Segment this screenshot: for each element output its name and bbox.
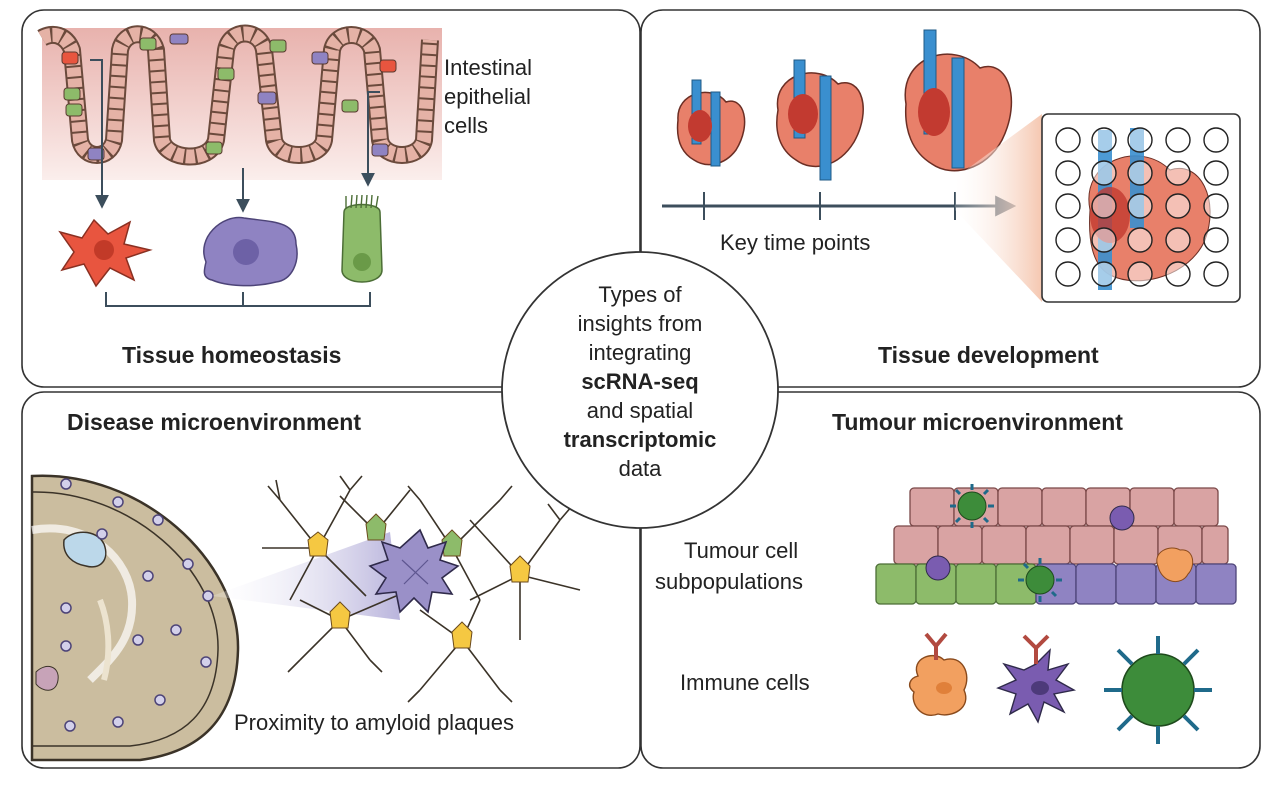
center-line5: and spatial	[587, 398, 693, 423]
amyloid-plaque-icon	[368, 528, 460, 614]
macrophage-icon	[908, 632, 968, 716]
center-line1: Types of	[598, 282, 682, 307]
brain-section-icon	[30, 474, 240, 762]
panel-title-tumour: Tumour microenvironment	[832, 409, 1123, 435]
zoom-wedge	[955, 114, 1042, 302]
lineage-arrows	[90, 59, 380, 307]
center-line7: data	[619, 456, 663, 481]
intestinal-label-line3: cells	[444, 113, 488, 138]
spatial-grid-icon	[1041, 113, 1241, 303]
dendritic-cell-icon	[996, 634, 1077, 724]
intestinal-label-line2: epithelial	[444, 84, 531, 109]
panel-title-homeostasis: Tissue homeostasis	[122, 342, 341, 368]
center-line2: insights from	[578, 311, 703, 336]
tumour-sub-label-line1: Tumour cell	[684, 538, 798, 563]
astrocyte-network-icon	[262, 475, 581, 703]
center-line6: transcriptomic	[564, 427, 717, 452]
zoom-wedge	[212, 532, 400, 620]
cell-types	[58, 194, 383, 288]
center-line4: scRNA-seq	[581, 369, 698, 394]
center-circle	[501, 251, 779, 529]
intestinal-label-line1: Intestinal	[444, 55, 532, 80]
t-cell-icon	[1104, 636, 1212, 744]
heart-icon	[776, 59, 864, 181]
center-line3: integrating	[589, 340, 692, 365]
disease-caption: Proximity to amyloid plaques	[234, 710, 514, 735]
panel-title-development: Tissue development	[878, 342, 1099, 368]
immune-label: Immune cells	[680, 670, 810, 695]
heart-icon	[904, 29, 1013, 172]
tumour-sub-label-line2: subpopulations	[655, 569, 803, 594]
astrocyte-cells	[307, 513, 531, 649]
panel-title-disease: Disease microenvironment	[67, 409, 361, 435]
heart-icon	[676, 79, 746, 167]
intestinal-crypt-icon	[37, 24, 442, 180]
tumour-tissue-icon	[875, 484, 1237, 605]
timeline-label: Key time points	[720, 230, 870, 255]
